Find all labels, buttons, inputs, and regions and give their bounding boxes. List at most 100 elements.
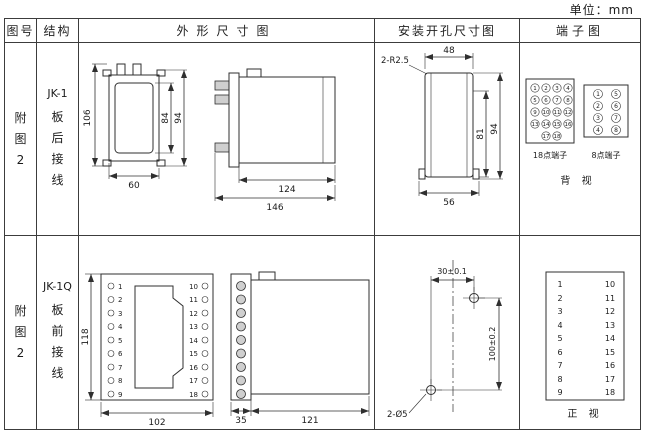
jk1-outline-drawing: 106 84 94 60 [83,63,336,213]
svg-text:3: 3 [557,307,562,316]
row2-install-cell: 30±0.1 100±0.2 2-Ø5 [375,236,520,430]
row2-fig-no: 附图2 [5,236,37,430]
front-view-label: 正 视 [567,407,602,420]
svg-text:13: 13 [605,321,615,330]
row1-outline-cell: 106 84 94 60 [79,43,375,236]
svg-text:16: 16 [605,361,615,370]
dim-body-width: 121 [301,416,318,426]
svg-text:16: 16 [189,364,198,372]
svg-text:5: 5 [118,337,122,345]
svg-text:2: 2 [596,103,600,110]
svg-text:4: 4 [566,86,570,92]
svg-text:8: 8 [566,98,570,104]
row2-model-label: JK-1Q [43,280,72,293]
svg-text:17: 17 [189,377,198,385]
svg-text:1: 1 [118,283,122,291]
header-install-dims: 安装开孔尺寸图 [375,19,520,43]
row1-fig-no-text: 附图2 [14,110,27,167]
dim-width-top: 48 [443,46,455,56]
cutout-outline [418,72,480,180]
header-outline-dims: 外形尺寸图 [79,19,375,43]
dim-height: 118 [81,328,91,345]
svg-text:14: 14 [543,122,550,128]
terminal18-grid [530,83,573,141]
svg-text:13: 13 [532,122,539,128]
svg-text:12: 12 [189,310,198,318]
jk1-side-view [214,68,336,168]
terminal18-label: 18点端子 [533,150,567,160]
jk1-side-dims: 124 146 [214,153,336,213]
dim-total-width: 146 [266,203,283,213]
svg-text:7: 7 [118,364,122,372]
row1-install-cell: 2-R2.5 48 81 94 [375,43,520,236]
svg-text:13: 13 [189,323,198,331]
drill-dims: 30±0.1 100±0.2 2-Ø5 [387,267,502,420]
row2-wiring-label: 板前接线 [51,303,64,380]
jk1-front-view [102,63,166,167]
dim-hole-offset: 30±0.1 [437,267,467,276]
svg-text:6: 6 [557,348,562,357]
svg-text:12: 12 [605,307,615,316]
terminal8-label: 8点端子 [591,150,620,160]
svg-text:11: 11 [605,294,615,303]
svg-text:1: 1 [557,280,562,289]
svg-text:18: 18 [554,134,561,140]
svg-text:11: 11 [189,296,198,304]
row1-structure: JK-1 板后接线 [37,43,79,236]
svg-text:6: 6 [544,98,548,104]
front-right-terminal-numbers: 10 11 12 13 14 15 16 17 18 [189,283,198,399]
rear-view-label: 背 视 [560,174,595,187]
front-terminal-diagram: 1 2 3 4 5 6 7 8 9 10 11 12 13 14 15 [545,271,625,420]
terminal-map-left-numbers: 1 2 3 4 5 6 7 8 9 [557,280,562,397]
row1-wiring-label: 板后接线 [51,109,64,187]
svg-text:8: 8 [557,375,562,384]
row1-model-label: JK-1 [47,86,68,100]
svg-text:1: 1 [533,86,537,92]
svg-text:4: 4 [557,321,562,330]
dim-height-outer: 94 [490,123,500,135]
svg-text:10: 10 [605,280,615,289]
terminal18-block: 1 2 3 4 5 6 7 8 9 10 11 12 13 14 [525,78,575,144]
side-terminal-studs [236,281,246,399]
terminal8-numbers: 1 2 3 4 5 6 7 8 [596,91,618,134]
svg-text:18: 18 [189,391,198,399]
front-right-terminal-circles [201,282,209,398]
svg-text:11: 11 [554,110,561,116]
svg-text:2: 2 [118,296,122,304]
dim-body-width: 124 [278,185,295,195]
svg-text:18: 18 [605,388,615,397]
jk1-cutout-drawing: 2-R2.5 48 81 94 [381,46,503,208]
svg-text:2: 2 [557,294,562,303]
jk1q-outline-drawing: 1 2 3 4 5 6 7 8 9 [81,271,370,428]
dim-strip-width: 35 [235,416,246,426]
row2-structure: JK-1Q 板前接线 [37,236,79,430]
mounting-holes [420,287,485,401]
svg-text:9: 9 [557,388,562,397]
jk1q-front-dims: 118 102 [81,273,214,428]
rear-terminal-diagram: 1 2 3 4 5 6 7 8 9 10 11 12 13 14 [525,78,629,187]
svg-text:6: 6 [614,103,618,110]
spec-table: 图号 结构 外形尺寸图 安装开孔尺寸图 端子图 附图2 JK-1 板后接线 [4,18,641,430]
svg-text:12: 12 [565,110,572,116]
dim-corner-radius: 2-R2.5 [381,56,409,66]
jk1q-front-view: 1 2 3 4 5 6 7 8 9 [100,273,214,401]
dim-width-bottom: 56 [443,198,455,208]
header-fig-no: 图号 [5,19,37,43]
unit-label: 单位：mm [569,3,634,17]
svg-text:5: 5 [533,98,537,104]
svg-text:8: 8 [614,127,618,134]
svg-text:16: 16 [565,122,572,128]
dim-height-inner: 84 [161,112,171,124]
row2-terminal-cell: 1 2 3 4 5 6 7 8 9 10 11 12 13 14 15 [520,236,641,430]
jk1-front-dims: 106 84 94 60 [83,63,187,191]
svg-text:17: 17 [605,375,615,384]
svg-text:15: 15 [554,122,561,128]
svg-text:7: 7 [614,115,618,122]
row1-fig-no: 附图2 [5,43,37,236]
front-left-terminal-circles [107,282,115,398]
jk1q-drill-drawing: 30±0.1 100±0.2 2-Ø5 [387,260,502,420]
svg-text:8: 8 [118,377,122,385]
jk1q-side-dims: 35 121 [230,396,370,426]
front-left-terminal-numbers: 1 2 3 4 5 6 7 8 9 [118,283,123,399]
row2-outline-cell: 1 2 3 4 5 6 7 8 9 [79,236,375,430]
